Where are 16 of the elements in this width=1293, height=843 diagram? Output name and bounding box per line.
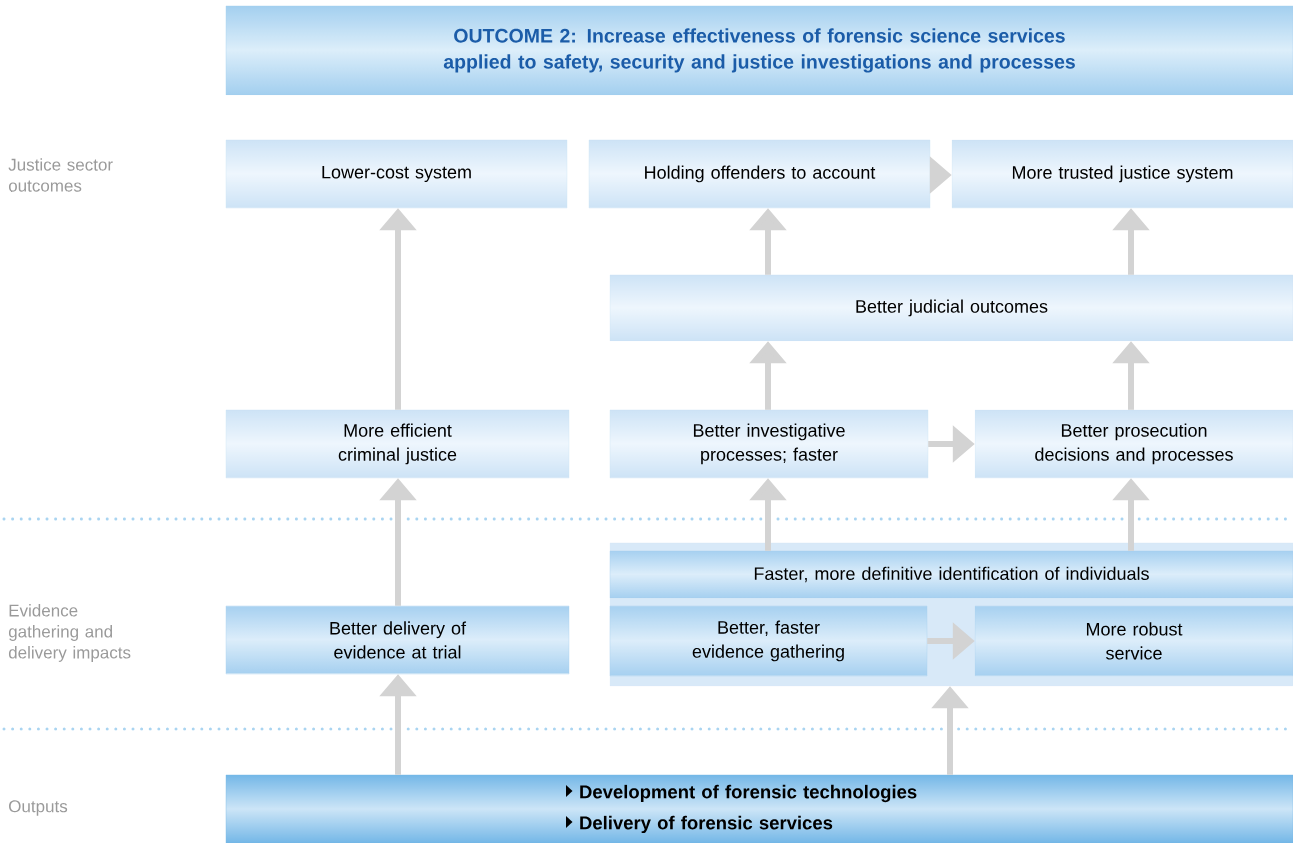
impact-box: Better delivery of evidence at trial (225, 605, 570, 675)
outcome-box: Better prosecution decisions and processes (974, 409, 1293, 479)
outcome-banner: OUTCOME 2: Increase effectiveness of forensic science services applied to safety, security and justice investigations and processes (225, 5, 1293, 96)
outcome-box: Holding offenders to account (588, 139, 931, 209)
outcome-box: More efficient criminal justice (225, 409, 570, 479)
impact-box: Faster, more definitive identification of individuals (609, 550, 1293, 599)
side-label: Outputs (9, 800, 68, 816)
outcome-box: Better judicial outcomes (609, 274, 1293, 342)
outcome-box: Better investigative processes; faster (609, 409, 929, 479)
impact-box: More robust service (974, 605, 1293, 677)
side-label: Justice sector outcomes (8, 158, 113, 192)
outcome-box: Lower-cost system (225, 139, 568, 209)
impact-box: Better, faster evidence gathering (609, 605, 928, 677)
outcome-box: More trusted justice system (951, 139, 1293, 209)
outputs-bar: Development of forensic technologies Delivery of forensic services (225, 774, 1293, 843)
side-label: Evidence gathering and delivery impacts (8, 604, 131, 662)
